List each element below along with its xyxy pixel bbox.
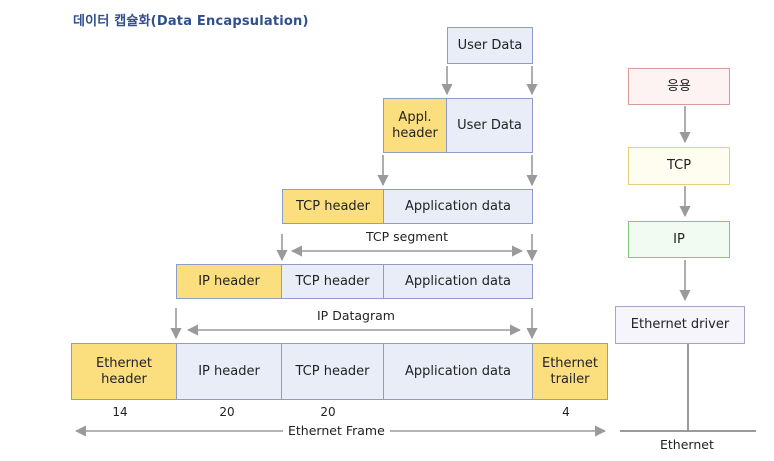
application-data-box: Application data — [383, 189, 533, 224]
user-data-box: User Data — [447, 27, 533, 64]
ethernet-frame-label: Ethernet Frame — [283, 423, 390, 438]
ethernet-trailer-size: 4 — [562, 405, 570, 419]
ip-header-size: 20 — [219, 405, 235, 419]
application-data-box: Application data — [383, 343, 533, 400]
tcp-header-box: TCP header — [281, 264, 384, 299]
tcp-header-box: TCP header — [281, 343, 384, 400]
ethernet-wire-label: Ethernet — [660, 437, 714, 452]
page-title: 데이터 캡슐화(Data Encapsulation) — [73, 14, 309, 29]
tcp-header-box: TCP header — [282, 189, 384, 224]
ip-header-box: IP header — [176, 343, 282, 400]
stack-ethernet-driver-box: Ethernet driver — [615, 306, 745, 344]
application-data-box: Application data — [383, 264, 533, 299]
ip-header-box: IP header — [176, 264, 282, 299]
stack-tcp-box: TCP — [628, 147, 730, 185]
appl-header-box: Appl. header — [383, 98, 447, 153]
stack-application-box: 응용 — [628, 68, 730, 105]
ethernet-header-box: Ethernet header — [71, 343, 177, 400]
tcp-header-size: 20 — [320, 405, 336, 419]
stack-ip-box: IP — [628, 221, 730, 258]
ethernet-trailer-box: Ethernet trailer — [532, 343, 608, 400]
ip-datagram-label: IP Datagram — [313, 308, 399, 323]
ethernet-header-size: 14 — [112, 405, 128, 419]
user-data-box: User Data — [446, 98, 533, 153]
tcp-segment-label: TCP segment — [362, 229, 452, 244]
